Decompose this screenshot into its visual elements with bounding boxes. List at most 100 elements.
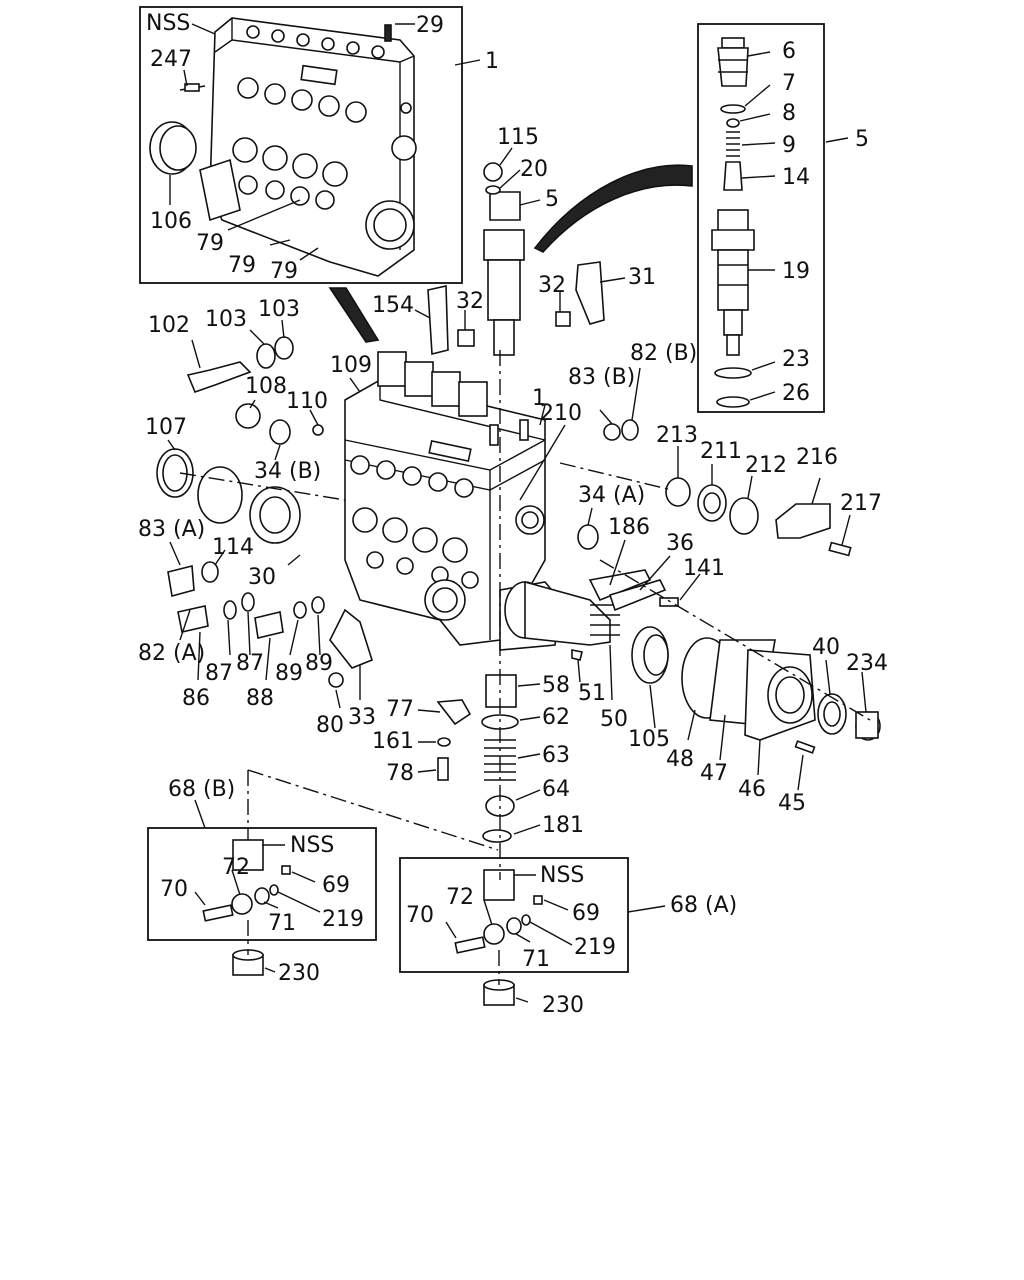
callout-79-a: 79 — [196, 231, 224, 256]
callout-216: 216 — [796, 445, 838, 470]
callout-nss-top: NSS — [146, 11, 190, 36]
callout-62: 62 — [542, 705, 570, 730]
callout-1-mid: 1 — [532, 386, 546, 411]
callout-64: 64 — [542, 777, 570, 802]
callout-5: 5 — [545, 187, 559, 212]
callout-34b: 34 (B) — [254, 459, 321, 484]
callout-nss-a: NSS — [540, 863, 584, 888]
callout-181: 181 — [542, 813, 584, 838]
callout-86: 86 — [182, 686, 210, 711]
callout-87-b: 87 — [236, 651, 264, 676]
callout-1-top: 1 — [485, 49, 499, 74]
callout-7: 7 — [782, 71, 796, 96]
centerline-tappet-b — [247, 769, 499, 851]
callout-154: 154 — [372, 293, 414, 318]
callout-29: 29 — [416, 13, 444, 38]
callout-82a: 82 (A) — [138, 641, 205, 666]
centerline-camshaft — [559, 462, 673, 491]
callout-234: 234 — [846, 651, 888, 676]
callout-219-a: 219 — [574, 935, 616, 960]
callout-50: 50 — [600, 707, 628, 732]
callout-89-b: 89 — [305, 651, 333, 676]
callout-219-b: 219 — [322, 907, 364, 932]
callout-87-a: 87 — [205, 661, 233, 686]
inset-box-tappet-a — [399, 857, 629, 973]
callout-30: 30 — [248, 565, 276, 590]
callout-9: 9 — [782, 133, 796, 158]
callout-230-b: 230 — [278, 961, 320, 986]
centerline-left — [179, 472, 346, 501]
upper-right-parts — [427, 162, 852, 661]
callout-72-a: 72 — [446, 885, 474, 910]
callout-69-b: 69 — [322, 873, 350, 898]
tappet-a-drawing — [454, 869, 543, 1006]
callout-103-a: 103 — [205, 307, 247, 332]
callout-114: 114 — [212, 535, 254, 560]
main-pump-body — [344, 351, 561, 651]
callout-88: 88 — [246, 686, 274, 711]
callout-31: 31 — [628, 265, 656, 290]
callout-109: 109 — [330, 353, 372, 378]
callout-70-b: 70 — [160, 877, 188, 902]
callout-77: 77 — [386, 697, 414, 722]
inset-box-pump-housing — [139, 6, 463, 284]
callout-108: 108 — [245, 374, 287, 399]
callout-79-c: 79 — [270, 259, 298, 284]
callout-58: 58 — [542, 673, 570, 698]
callout-47: 47 — [700, 761, 728, 786]
callouts: NSS 29 247 1 106 79 79 79 6 7 8 9 14 19 … — [138, 11, 888, 1018]
centerline-right — [599, 559, 871, 721]
callout-247: 247 — [150, 47, 192, 72]
callout-20: 20 — [520, 157, 548, 182]
callout-105: 105 — [628, 727, 670, 752]
callout-213: 213 — [656, 423, 698, 448]
callout-6: 6 — [782, 39, 796, 64]
callout-78: 78 — [386, 761, 414, 786]
callout-211: 211 — [700, 439, 742, 464]
callout-5-box: 5 — [855, 127, 869, 152]
callout-80: 80 — [316, 713, 344, 738]
callout-14: 14 — [782, 165, 810, 190]
arrow-to-delivery-valve — [533, 164, 693, 253]
callout-45: 45 — [778, 791, 806, 816]
callout-68a: 68 (A) — [670, 893, 737, 918]
callout-46: 46 — [738, 777, 766, 802]
callout-83a: 83 (A) — [138, 517, 205, 542]
arrow-to-pump-body — [328, 287, 380, 343]
callout-141: 141 — [683, 556, 725, 581]
callout-33: 33 — [348, 705, 376, 730]
callout-89-a: 89 — [275, 661, 303, 686]
callout-107: 107 — [145, 415, 187, 440]
callout-23: 23 — [782, 347, 810, 372]
callout-102: 102 — [148, 313, 190, 338]
inset-box-delivery-valve — [697, 23, 825, 413]
callout-83b: 83 (B) — [568, 365, 635, 390]
callout-106: 106 — [150, 209, 192, 234]
callout-161: 161 — [372, 729, 414, 754]
callout-71-a: 71 — [522, 947, 550, 972]
callout-68b: 68 (B) — [168, 777, 235, 802]
callout-36: 36 — [666, 531, 694, 556]
callout-79-b: 79 — [228, 253, 256, 278]
inset-delivery-valve-drawing — [711, 37, 755, 408]
callout-217: 217 — [840, 491, 882, 516]
callout-51: 51 — [578, 681, 606, 706]
camshaft-assembly — [504, 580, 881, 754]
callout-26: 26 — [782, 381, 810, 406]
callout-72-b: 72 — [222, 855, 250, 880]
callout-19: 19 — [782, 259, 810, 284]
callout-34a: 34 (A) — [578, 483, 645, 508]
callout-8: 8 — [782, 101, 796, 126]
callout-186: 186 — [608, 515, 650, 540]
callout-230-a: 230 — [542, 993, 584, 1018]
inset-pump-housing-drawing — [179, 17, 417, 277]
callout-63: 63 — [542, 743, 570, 768]
leader-lines — [167, 23, 867, 1003]
callout-40: 40 — [812, 635, 840, 660]
callout-48: 48 — [666, 747, 694, 772]
callout-69-a: 69 — [572, 901, 600, 926]
callout-115: 115 — [497, 125, 539, 150]
callout-32-b: 32 — [456, 289, 484, 314]
callout-32-a: 32 — [538, 273, 566, 298]
